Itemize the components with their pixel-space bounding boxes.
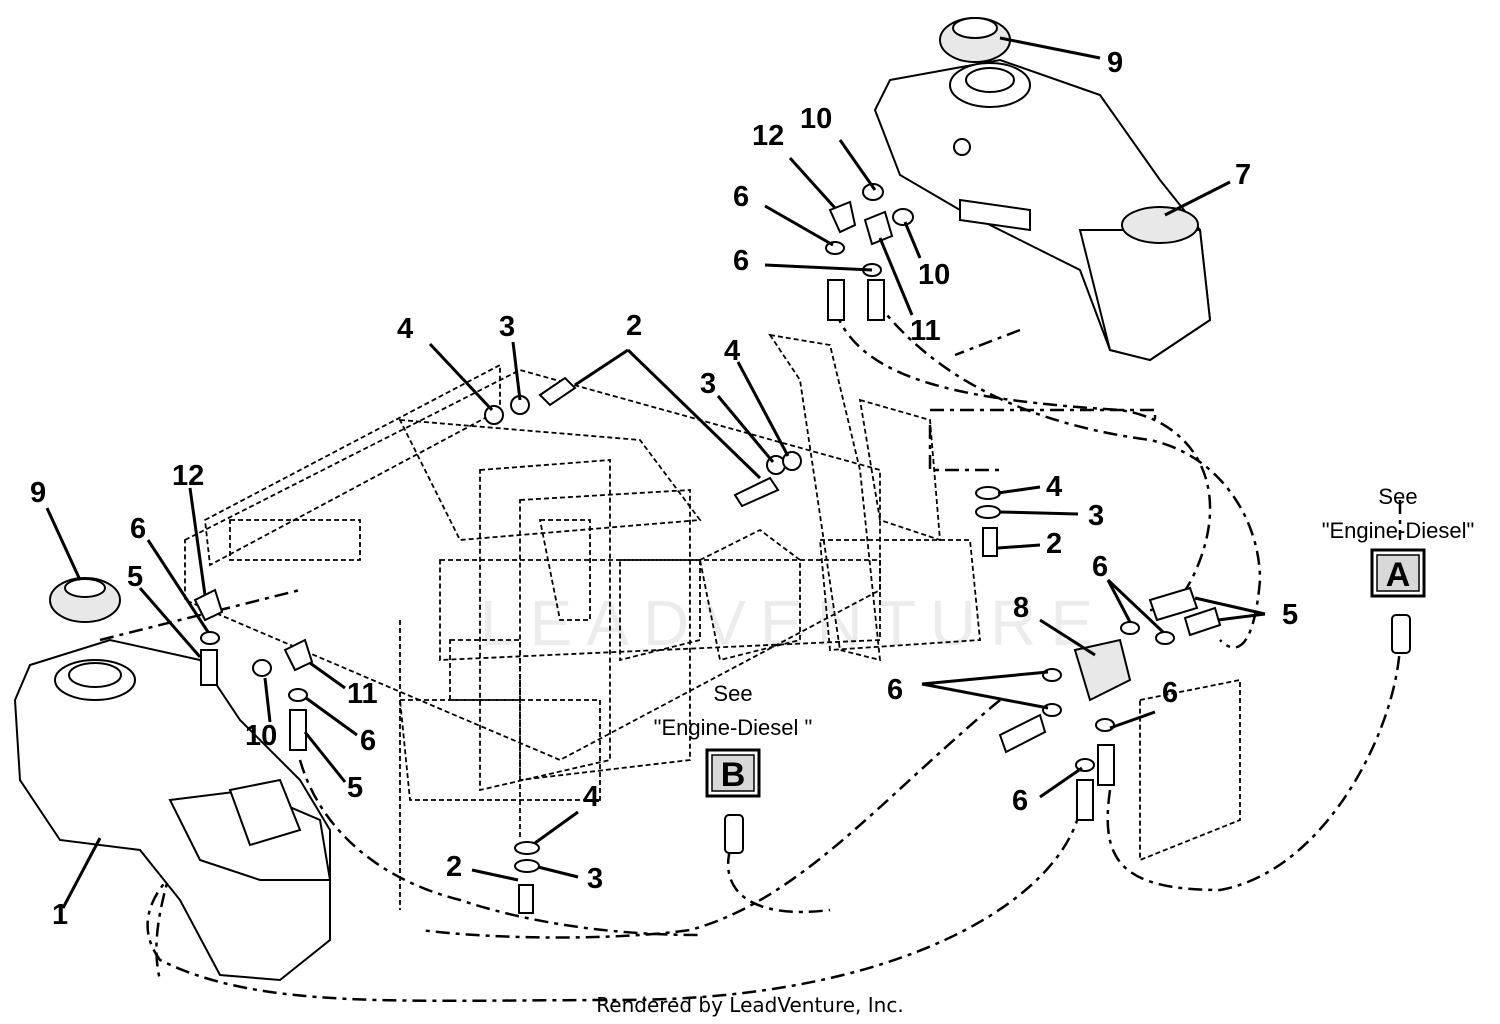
reference-b-see: See bbox=[713, 681, 752, 706]
callout-5: 5 bbox=[127, 561, 143, 593]
callout-6: 6 bbox=[360, 725, 376, 757]
fuel-cap-right bbox=[939, 17, 1011, 63]
callout-5: 5 bbox=[1282, 599, 1298, 631]
callout-2: 2 bbox=[446, 851, 462, 883]
callout-5: 5 bbox=[347, 772, 363, 804]
callout-6: 6 bbox=[887, 674, 903, 706]
callout-2: 2 bbox=[626, 310, 642, 342]
callout-10: 10 bbox=[800, 103, 832, 135]
callout-6: 6 bbox=[733, 245, 749, 277]
callout-12: 12 bbox=[172, 460, 204, 492]
reference-b-target: "Engine-Diesel " bbox=[654, 715, 813, 740]
callout-labels: 9 10 12 7 6 10 6 11 4 3 2 4 3 9 12 4 3 2… bbox=[30, 47, 1298, 931]
reference-a-letter: A bbox=[1386, 556, 1411, 594]
callout-9: 9 bbox=[30, 477, 46, 509]
callout-12: 12 bbox=[752, 120, 784, 152]
callout-10: 10 bbox=[245, 720, 277, 752]
fuel-cap-left bbox=[49, 577, 121, 623]
leader-lines bbox=[45, 36, 1266, 909]
callout-4: 4 bbox=[1046, 471, 1062, 503]
footer-credit: Rendered by LeadVenture, Inc. bbox=[596, 993, 903, 1017]
callout-7: 7 bbox=[1235, 159, 1251, 191]
callout-6: 6 bbox=[1012, 785, 1028, 817]
callout-6: 6 bbox=[1162, 677, 1178, 709]
fuel-tank-right bbox=[873, 58, 1212, 362]
callout-4: 4 bbox=[397, 313, 413, 345]
callout-11: 11 bbox=[910, 315, 941, 347]
reference-a[interactable]: See "Engine-Diesel" A bbox=[1322, 484, 1475, 598]
callout-10: 10 bbox=[918, 259, 950, 291]
callout-4: 4 bbox=[583, 781, 599, 813]
callout-3: 3 bbox=[1088, 500, 1104, 532]
reference-a-target: "Engine-Diesel" bbox=[1322, 518, 1475, 543]
callout-3: 3 bbox=[499, 311, 515, 343]
callout-1: 1 bbox=[52, 899, 68, 931]
chassis-frame bbox=[184, 333, 1241, 910]
callout-6: 6 bbox=[1092, 551, 1108, 583]
callout-6: 6 bbox=[733, 181, 749, 213]
reference-b[interactable]: See "Engine-Diesel " B bbox=[654, 681, 813, 798]
fuel-lines bbox=[99, 299, 1402, 1003]
watermark: LEADVENTURE bbox=[480, 587, 1107, 659]
callout-3: 3 bbox=[587, 863, 603, 895]
hardware bbox=[193, 183, 1411, 914]
callout-4: 4 bbox=[724, 335, 740, 367]
callout-3: 3 bbox=[700, 368, 716, 400]
callout-11: 11 bbox=[347, 678, 378, 710]
reference-b-letter: B bbox=[721, 756, 746, 794]
callout-9: 9 bbox=[1107, 47, 1123, 79]
callout-6: 6 bbox=[130, 513, 146, 545]
fuel-tank-left bbox=[13, 638, 332, 982]
reference-a-see: See bbox=[1378, 484, 1417, 509]
callout-8: 8 bbox=[1013, 592, 1029, 624]
callout-2: 2 bbox=[1046, 528, 1062, 560]
